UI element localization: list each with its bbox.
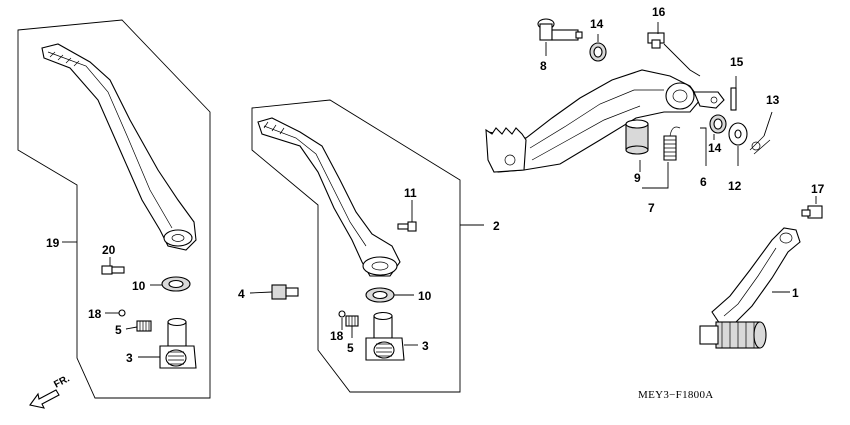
spring-5-left [136,320,152,332]
callout-12: 12 [728,179,742,193]
callout-9: 9 [634,171,641,185]
bolt-4 [271,284,299,300]
kick-arm-pivot [163,229,193,247]
ball-18-left [118,309,126,317]
front-direction-indicator: FR. [29,373,72,409]
brake-pedal-tip [485,127,527,173]
assembly-boundary-2 [251,99,461,393]
seal-14-top [589,42,607,62]
bolt-17 [801,205,823,219]
seal-14-right [709,114,727,134]
callout-10-right: 10 [418,289,432,303]
washer-10-left [161,276,191,292]
callout-3-left: 3 [126,351,133,365]
callout-14-top: 14 [590,17,604,31]
cotter-pin-15 [730,87,737,111]
callout-13: 13 [766,93,780,107]
washer-10-right [365,287,395,303]
bolt-20 [101,265,125,275]
washer-12 [728,122,748,146]
ball-18-right [338,310,346,318]
kick-spindle-3-left [159,317,197,369]
kick-starter-assembly-19: 19 20 10 18 5 3 [17,19,211,399]
front-direction-label: FR. [52,373,72,390]
callout-7: 7 [648,201,655,215]
drawing-code: MEY3−F1800A [638,389,714,401]
callout-14-right: 14 [708,141,722,155]
callout-5-left: 5 [115,323,122,337]
brake-pedal-group: 8 14 16 15 13 14 9 6 12 7 [485,5,780,215]
clip-13 [749,135,771,155]
callout-11: 11 [404,186,417,200]
gearshift-pedal-group: 17 1 [699,182,825,349]
callout-18-right: 18 [330,329,344,343]
gearshift-pedal [711,227,801,325]
callout-2: 2 [493,219,500,233]
callout-15: 15 [730,55,744,69]
callout-5-right: 5 [347,341,354,355]
kick-spindle-3-right [365,311,405,361]
callout-4: 4 [238,287,245,301]
callout-8: 8 [540,59,547,73]
front-arrow-icon [29,389,60,409]
callout-19: 19 [46,236,60,250]
pin-16 [647,32,665,49]
pivot-bolt-8 [537,18,583,41]
callout-3-right: 3 [422,339,429,353]
assembly-boundary-19 [17,19,211,399]
callout-18-left: 18 [88,307,102,321]
kick-arm-2-pivot [362,256,398,276]
brake-pedal-pivot [665,82,695,110]
spring-5-right [345,315,359,327]
callout-17: 17 [811,182,825,196]
callout-10-left: 10 [132,279,146,293]
collar-9 [625,119,649,155]
callout-16: 16 [652,5,666,19]
kick-arm-2 [257,117,401,277]
callout-6: 6 [700,175,707,189]
return-spring [663,126,681,161]
kick-starter-assembly-2: 2 11 4 10 18 5 3 [238,99,500,393]
bolt-11 [397,221,417,232]
kick-arm [41,43,197,251]
gearshift-tip-rubber [715,321,767,349]
callout-20: 20 [102,243,116,257]
callout-1: 1 [792,286,799,300]
